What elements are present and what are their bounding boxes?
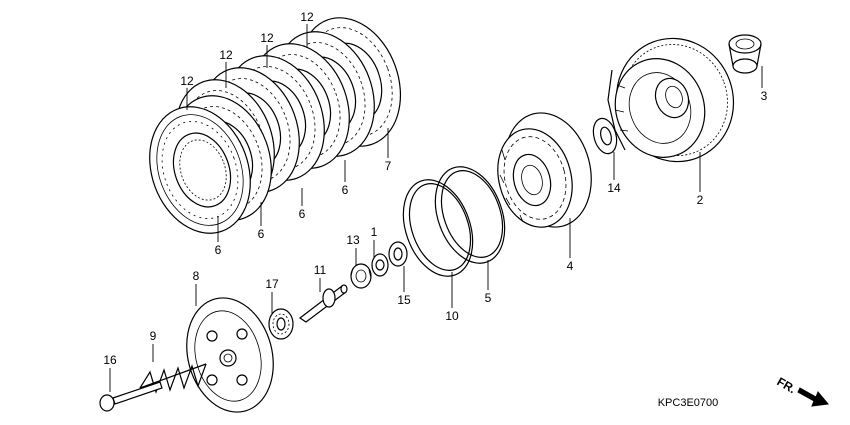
callout-8: 8 [193,269,200,283]
lifter-rod-11 [298,284,348,323]
callout-3: 3 [761,89,768,103]
callout-10: 10 [445,309,459,323]
drawing-code: KPC3E0700 [658,397,719,409]
clutch-spring-9 [139,363,207,394]
clutch-center-hub [497,112,592,228]
callout-2: 2 [697,193,704,207]
clutch-disc-stack [149,17,402,234]
ring-10 [402,179,474,277]
bushing-3 [728,34,762,74]
callout-7: 7 [385,159,392,173]
clutch-disc-front [149,106,251,234]
ring-5 [434,166,506,264]
callout-labels: 12 12 12 12 6 6 6 6 7 3 2 14 4 1 13 15 5… [103,10,767,367]
callout-12-d: 12 [300,10,314,24]
washer-1 [371,253,389,277]
front-direction-indicator: FR. [775,374,829,407]
callout-5: 5 [485,291,492,305]
callout-13: 13 [346,233,360,247]
callout-4: 4 [567,259,574,273]
callout-6-d: 6 [342,183,349,197]
fr-arrow-icon [797,387,829,407]
callout-12-b: 12 [219,48,233,62]
callout-6-b: 6 [258,227,265,241]
clutch-outer-housing [607,37,735,163]
callout-11: 11 [314,263,327,277]
washer-14 [592,117,618,155]
callout-17: 17 [265,277,279,291]
callout-1: 1 [371,225,378,239]
leader-lines [109,24,763,392]
fr-label: FR. [775,374,799,396]
bearing-17 [268,308,294,340]
callout-12-a: 12 [180,74,194,88]
callout-6-c: 6 [299,207,306,221]
callout-6-a: 6 [215,243,222,257]
callout-14: 14 [607,181,621,195]
pressure-plate-8 [186,297,274,413]
callout-16: 16 [103,353,117,367]
callout-15: 15 [397,293,411,307]
bolt-16 [99,381,163,412]
callout-9: 9 [150,329,157,343]
lock-nut-13 [350,263,372,289]
callout-12-c: 12 [260,31,274,45]
washer-15 [388,241,408,267]
